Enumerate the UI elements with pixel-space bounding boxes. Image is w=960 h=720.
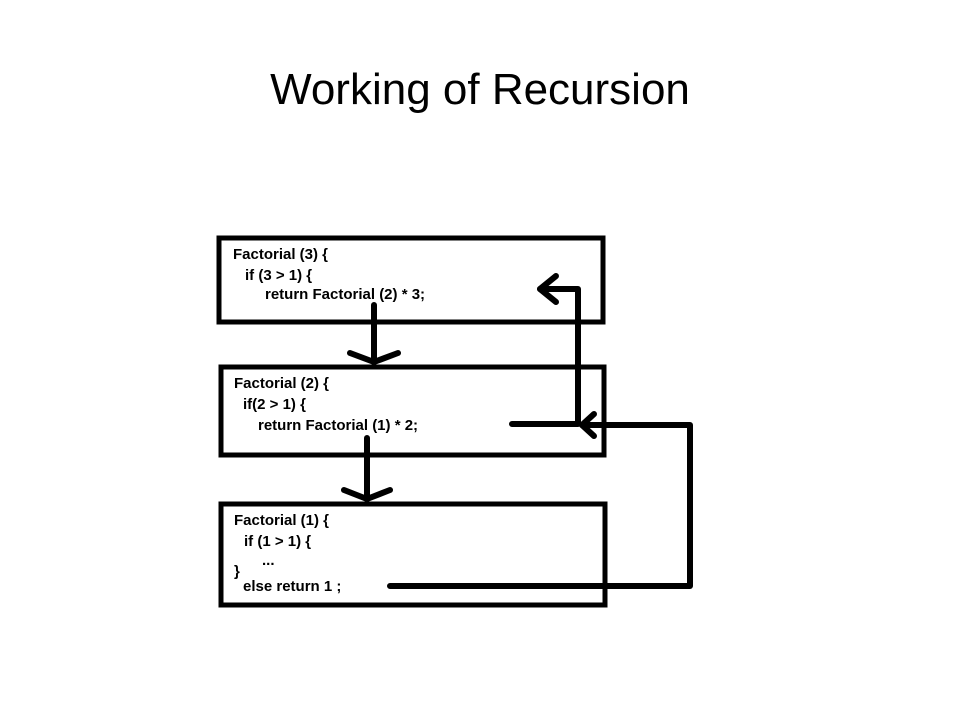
code-line: if(2 > 1) { <box>243 396 306 413</box>
code-line: ... <box>262 552 275 569</box>
slide-title: Working of Recursion <box>270 65 690 114</box>
return-arrow-2 <box>509 273 581 427</box>
code-line: if (1 > 1) { <box>244 533 311 550</box>
call-arrow-1 <box>347 302 401 365</box>
code-line: else return 1 ; <box>243 578 341 595</box>
frame-box <box>218 501 608 608</box>
code-line: Factorial (2) { <box>234 375 329 392</box>
stack-frame-factorial-3: Factorial (3) { if (3 > 1) { return Fact… <box>216 235 606 325</box>
stack-frame-factorial-2: Factorial (2) { if(2 > 1) { return Facto… <box>218 364 607 458</box>
call-arrow-2 <box>341 435 393 502</box>
code-line: } <box>234 563 240 580</box>
code-line: return Factorial (1) * 2; <box>258 417 418 434</box>
return-arrow-1 <box>387 411 693 589</box>
frame-box <box>218 364 607 458</box>
code-line: Factorial (1) { <box>234 512 329 529</box>
code-line: Factorial (3) { <box>233 246 328 263</box>
code-line: return Factorial (2) * 3; <box>265 286 425 303</box>
code-line: if (3 > 1) { <box>245 267 312 284</box>
stack-frame-factorial-1: Factorial (1) { if (1 > 1) { ... } else … <box>218 501 608 608</box>
frame-box <box>216 235 606 325</box>
